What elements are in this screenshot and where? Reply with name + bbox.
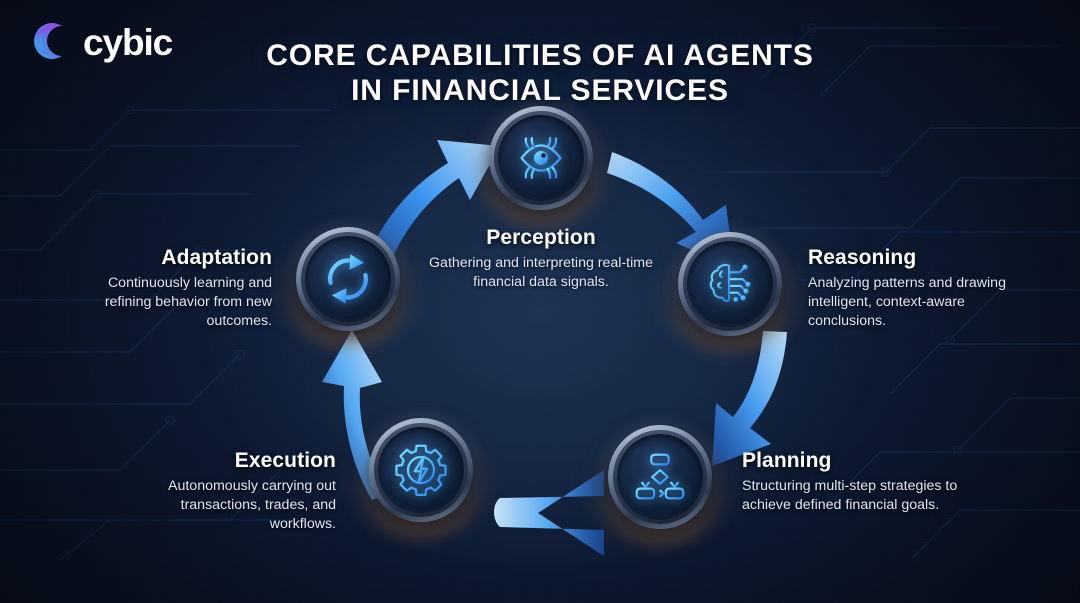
cycle-node-perception[interactable]: [466, 100, 616, 229]
cycle-node-adaptation[interactable]: [273, 221, 423, 350]
node-title-execution: Execution: [234, 449, 336, 472]
cycle-node-reasoning[interactable]: [655, 226, 805, 355]
cycle-node-execution[interactable]: [346, 412, 496, 541]
brand-logo[interactable]: cybic: [26, 17, 173, 65]
node-title-perception: Perception: [486, 226, 596, 249]
gear-bolt-icon: [395, 444, 447, 496]
node-face: [617, 434, 703, 520]
brain-circuit-icon: [709, 263, 751, 304]
node-title-adaptation: Adaptation: [161, 246, 272, 269]
label-reasoning: Reasoning Analyzing patterns and drawing…: [808, 246, 1024, 331]
page-title: CORE CAPABILITIES OF AI AGENTS IN FINANC…: [266, 39, 814, 108]
node-title-reasoning: Reasoning: [808, 246, 917, 269]
node-title-planning: Planning: [742, 449, 832, 472]
label-adaptation: Adaptation Continuously learning and ref…: [64, 246, 272, 331]
node-description-perception: Gathering and interpreting real-time fin…: [429, 255, 653, 291]
node-description-adaptation: Continuously learning and refining behav…: [104, 275, 272, 330]
node-face: [305, 236, 391, 322]
label-planning: Planning Structuring multi-step strategi…: [742, 449, 964, 515]
node-face: [378, 427, 464, 513]
node-face: [687, 241, 773, 327]
brand-name: cybic: [83, 21, 173, 63]
node-face: [498, 115, 584, 201]
flowchart-icon: [635, 453, 685, 500]
cybic-crescent-logo-icon: [34, 23, 62, 59]
refresh-cycle-icon: [328, 254, 368, 304]
cycle-node-planning[interactable]: [585, 419, 735, 548]
eye-signal-icon: [520, 136, 562, 180]
label-execution: Execution Autonomously carrying out tran…: [118, 449, 336, 534]
node-description-reasoning: Analyzing patterns and drawing intellige…: [808, 275, 1006, 330]
node-description-planning: Structuring multi-step strategies to ach…: [742, 478, 958, 514]
node-description-execution: Autonomously carrying out transactions, …: [168, 478, 336, 533]
label-perception: Perception Gathering and interpreting re…: [424, 226, 658, 292]
